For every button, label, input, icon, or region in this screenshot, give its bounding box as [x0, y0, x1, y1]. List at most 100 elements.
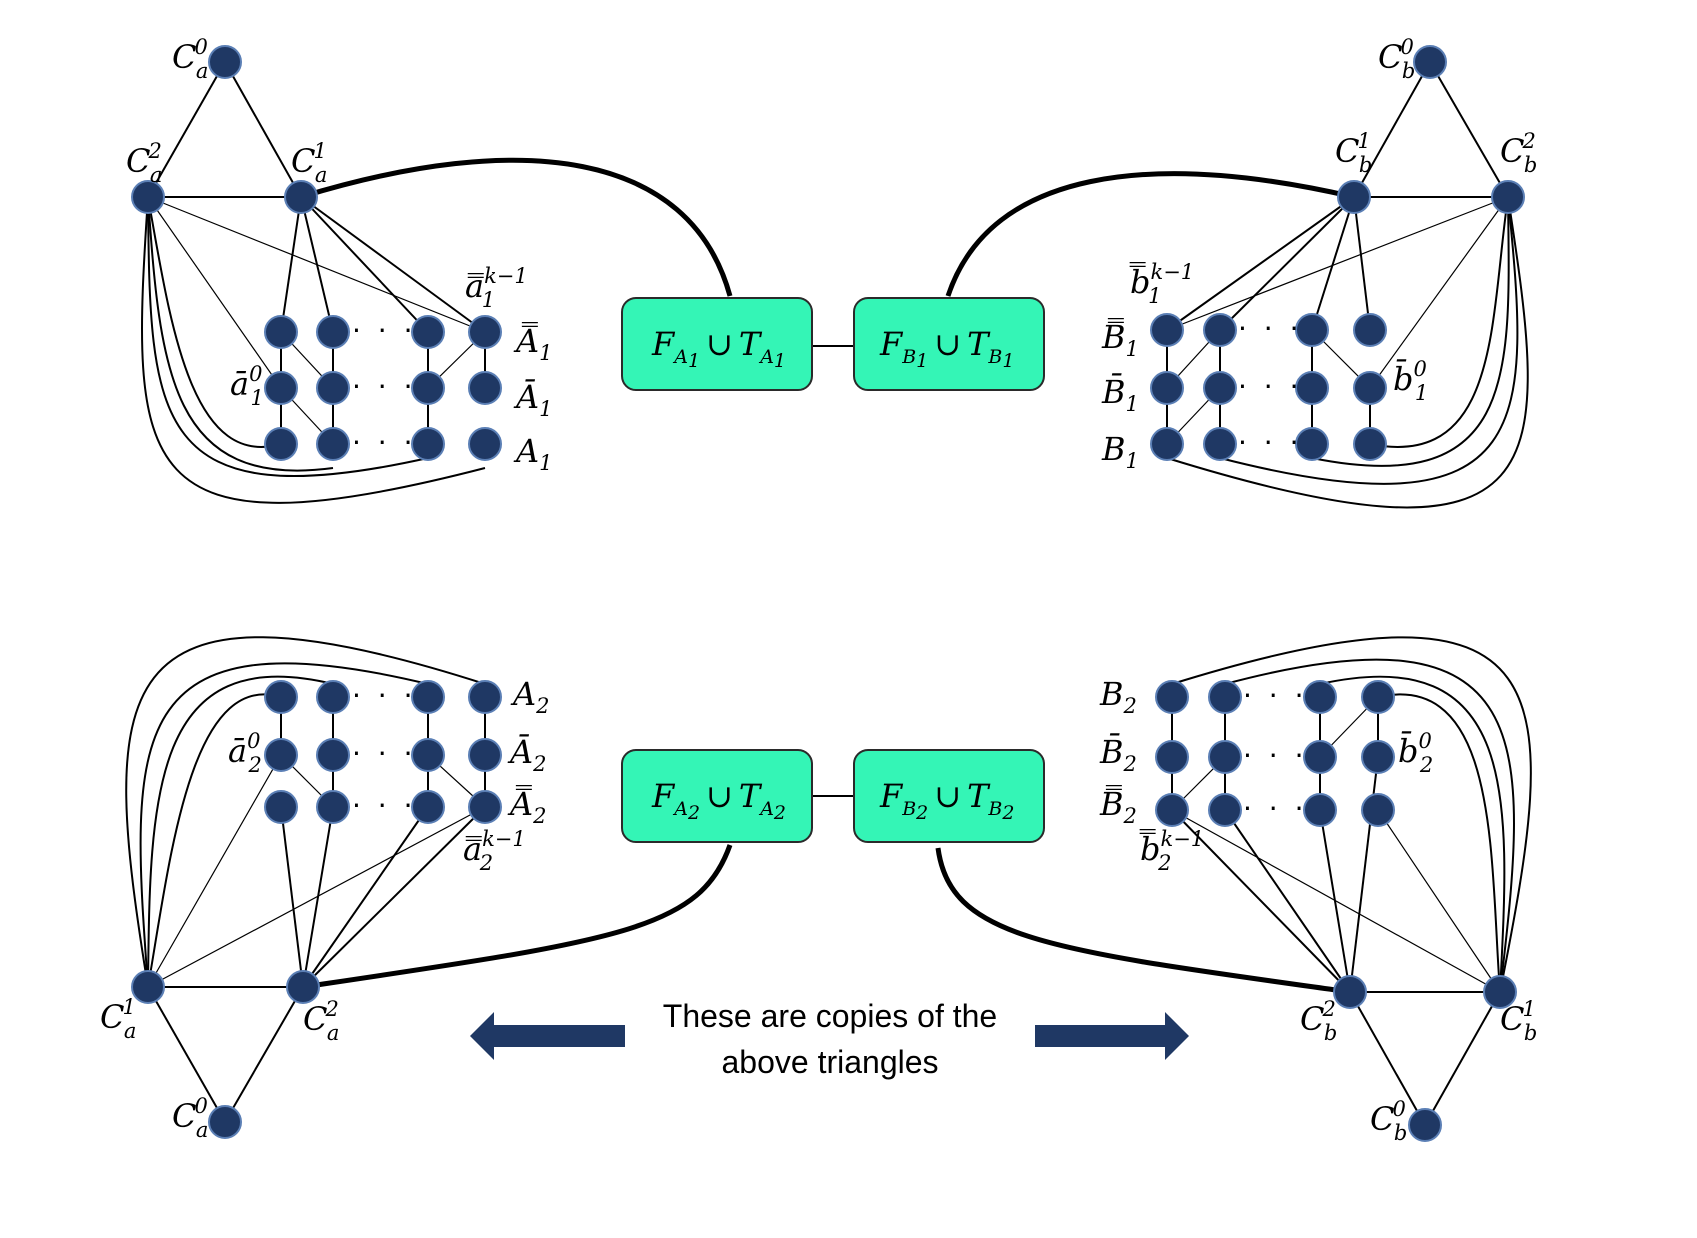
- node-ca0: [208, 45, 242, 79]
- node: [1353, 313, 1387, 347]
- connector-ca2-fa2: [302, 844, 733, 990]
- node: [316, 315, 350, 349]
- edge: [1377, 809, 1501, 993]
- edge: [302, 806, 486, 988]
- node-ca2: [131, 180, 165, 214]
- box-label: FA2∪TA2: [651, 777, 786, 824]
- edge: [1166, 196, 1509, 331]
- node: [1208, 740, 1242, 774]
- node-ca1: [284, 180, 318, 214]
- node: [1303, 680, 1337, 714]
- node: [1208, 793, 1242, 827]
- bottom-right-gadget: · · · · · · · · ·: [935, 636, 1532, 1142]
- caption-line-2: above triangles: [721, 1044, 938, 1080]
- label-A1: A1: [513, 432, 552, 475]
- node: [1295, 427, 1329, 461]
- box-label: FB2∪TB2: [879, 777, 1014, 824]
- label-A1bar: Ā1: [513, 378, 552, 421]
- box-fb1-tb1: [853, 297, 1045, 391]
- label-B2bb: B̿2: [1099, 784, 1137, 828]
- edge: [1429, 61, 1509, 198]
- dots: · · ·: [352, 679, 417, 712]
- bottom-left-gadget: · · · · · · · · ·: [125, 636, 733, 1139]
- node: [1361, 740, 1395, 774]
- node: [316, 371, 350, 405]
- node: [1150, 313, 1184, 347]
- center-boxes: FA1∪TA1 FB1∪TB1 FA2∪TA2 FB2∪TB2: [621, 297, 1045, 843]
- node: [468, 738, 502, 772]
- edge: [1353, 196, 1371, 331]
- dots: · · ·: [1243, 739, 1308, 772]
- node-cb1: [1483, 975, 1517, 1009]
- node: [1353, 371, 1387, 405]
- node: [468, 680, 502, 714]
- dots: · · ·: [1243, 792, 1308, 825]
- edge: [147, 61, 226, 198]
- edge: [1166, 196, 1355, 331]
- label-A2: A2: [510, 675, 549, 718]
- label-B2bar: B̄2: [1099, 733, 1137, 776]
- dots: · · ·: [352, 426, 417, 459]
- label-A1bb: A̿1: [513, 321, 552, 365]
- node: [264, 738, 298, 772]
- node: [316, 427, 350, 461]
- node: [1203, 371, 1237, 405]
- edge: [147, 986, 226, 1123]
- node-cb2: [1491, 180, 1525, 214]
- node: [1303, 740, 1337, 774]
- edge: [1353, 61, 1431, 198]
- node: [1150, 427, 1184, 461]
- label-A2bar: Ā2: [507, 733, 546, 776]
- node: [468, 371, 502, 405]
- node: [1150, 371, 1184, 405]
- edge: [140, 196, 486, 504]
- label-B1bb: B̿1: [1101, 317, 1139, 361]
- edge: [139, 662, 429, 988]
- dots: · · ·: [352, 314, 417, 347]
- edge: [1224, 809, 1351, 993]
- box-fb2-tb2: [853, 749, 1045, 843]
- edge: [1219, 196, 1519, 485]
- edge: [1311, 196, 1355, 331]
- edge: [1369, 196, 1509, 448]
- connector-cb2-fb2: [935, 847, 1351, 995]
- left-arrow-icon: [470, 1012, 625, 1060]
- node: [264, 371, 298, 405]
- connector-cb1-fb1: [945, 171, 1355, 297]
- dots: · · ·: [352, 737, 417, 770]
- node: [468, 790, 502, 824]
- node: [264, 790, 298, 824]
- label-B2: B2: [1099, 675, 1137, 718]
- edge: [125, 636, 486, 988]
- top-right-gadget: · · · · · · · · ·: [945, 45, 1529, 509]
- edge: [1424, 991, 1501, 1126]
- edge: [1349, 756, 1379, 993]
- label-B1bar: B̄1: [1101, 373, 1139, 416]
- edge: [1369, 196, 1509, 389]
- edge: [302, 806, 429, 988]
- caption-line-1: These are copies of the: [663, 998, 997, 1034]
- edge: [1311, 196, 1510, 467]
- edge: [302, 806, 334, 988]
- edge: [300, 196, 429, 333]
- box-fa1-ta1: [621, 297, 813, 391]
- edge: [280, 806, 304, 988]
- node-ca0: [208, 1105, 242, 1139]
- dots: · · ·: [352, 789, 417, 822]
- node: [264, 680, 298, 714]
- edge: [224, 61, 302, 198]
